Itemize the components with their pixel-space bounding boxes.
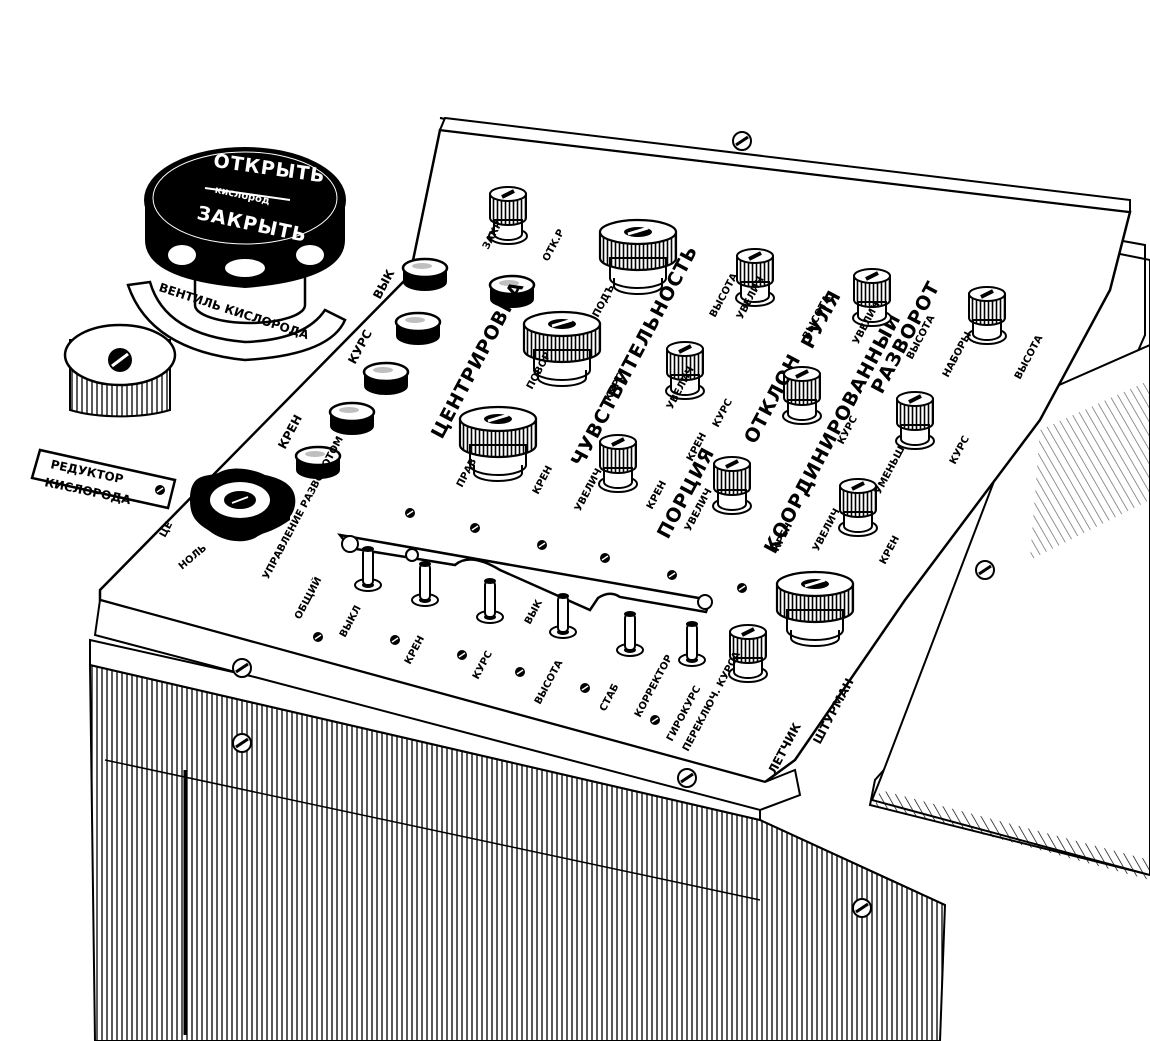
desk-body xyxy=(88,638,947,1041)
toggle-bar xyxy=(337,533,713,667)
reducer-plate: РЕДУКТОР КИСЛОРОДА xyxy=(30,448,177,510)
panel-lid xyxy=(439,117,1150,919)
button-1[interactable] xyxy=(394,311,442,347)
button-2[interactable] xyxy=(328,401,376,437)
oxygen-valve[interactable]: ОТКРЫТЬ кислород ЗАКРЫТЬ xyxy=(144,147,346,325)
knob-course-2[interactable] xyxy=(781,365,823,426)
reducer-knob[interactable] xyxy=(63,323,177,418)
arrow-icon xyxy=(204,187,291,201)
knob-bank-2[interactable] xyxy=(711,455,753,516)
button-off[interactable] xyxy=(401,257,449,293)
knob-course-3[interactable] xyxy=(894,390,936,451)
knob-bank-1[interactable] xyxy=(597,433,639,494)
button-course[interactable] xyxy=(362,361,410,397)
knob-bank-3[interactable] xyxy=(837,477,879,538)
